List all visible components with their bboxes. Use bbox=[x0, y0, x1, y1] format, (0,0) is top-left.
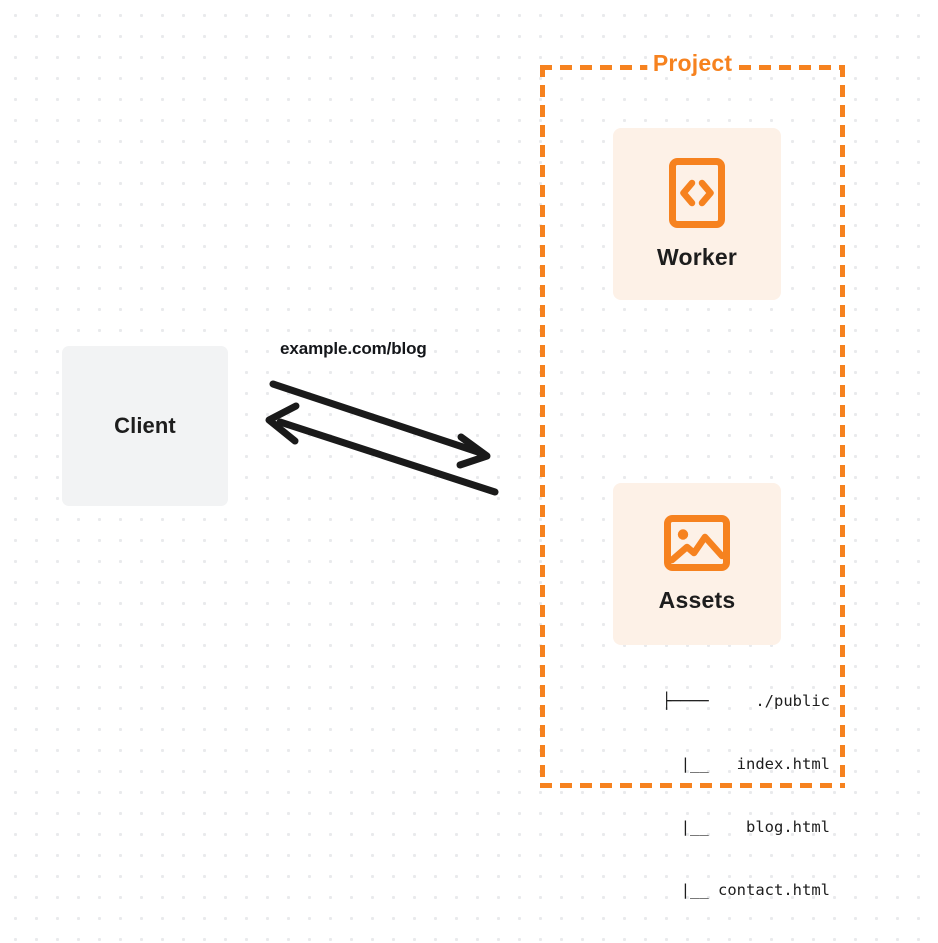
worker-card[interactable]: Worker bbox=[613, 128, 781, 300]
project-border-left bbox=[540, 65, 545, 788]
file-tree-row: |__ contact.html bbox=[680, 881, 830, 899]
client-label: Client bbox=[114, 413, 176, 438]
project-border-bottom bbox=[540, 783, 845, 788]
project-border-top-right bbox=[739, 65, 845, 70]
image-picture-icon bbox=[664, 514, 730, 571]
request-arrow-icon bbox=[269, 380, 491, 469]
assets-card[interactable]: Assets bbox=[613, 483, 781, 645]
assets-file-tree: ├──── ./public |__ index.html |__ blog.h… bbox=[585, 649, 830, 943]
file-tree-row: |__ blog.html bbox=[680, 818, 830, 836]
response-arrow-icon bbox=[265, 402, 499, 496]
diagram-canvas: Client example.com/blog Project bbox=[62, 50, 845, 899]
project-container: Project Worker Assets ├──── ./public |__… bbox=[540, 50, 845, 899]
project-border-right bbox=[840, 65, 845, 788]
file-tree-row: ├──── ./public bbox=[662, 692, 830, 710]
client-node[interactable]: Client bbox=[62, 346, 228, 506]
request-url-label: example.com/blog bbox=[280, 339, 427, 358]
code-document-icon bbox=[669, 157, 725, 228]
project-border-top-left bbox=[540, 65, 648, 70]
project-title: Project bbox=[646, 50, 739, 77]
assets-card-label: Assets bbox=[658, 586, 736, 613]
file-tree-row: |__ index.html bbox=[680, 755, 830, 773]
worker-card-label: Worker bbox=[656, 243, 738, 270]
